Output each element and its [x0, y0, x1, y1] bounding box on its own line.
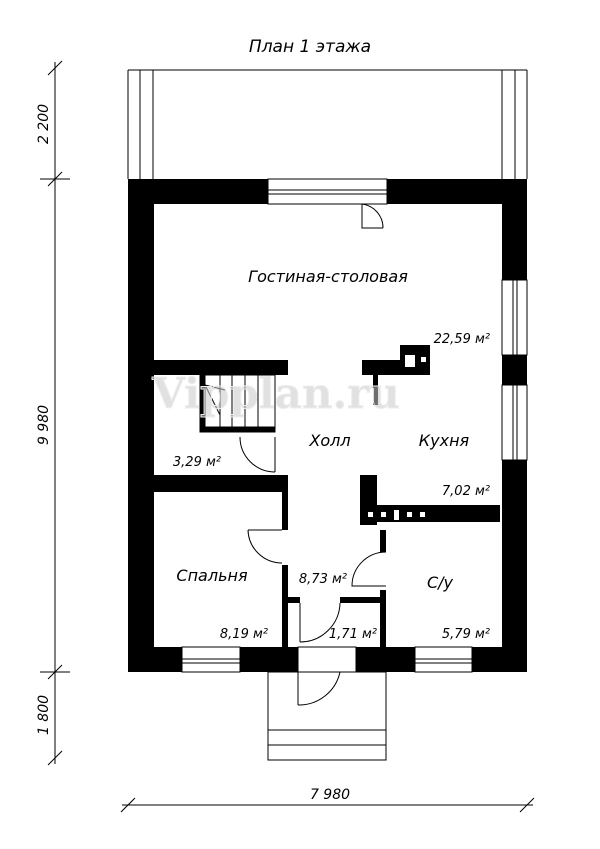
watermark: Vipplan.ru [151, 369, 400, 418]
porch [267, 671, 387, 761]
room-name: С/у [427, 573, 454, 592]
interior-walls [154, 345, 500, 647]
terrace [127, 69, 528, 179]
room-area: 1,71 м² [329, 627, 377, 642]
room-name: Холл [308, 431, 350, 450]
stove-openings [368, 355, 426, 520]
doors [239, 203, 387, 706]
dimension-width: 7 980 [310, 787, 350, 803]
dimension-house-depth: 9 980 [36, 405, 52, 445]
room-name: Кухня [419, 431, 470, 450]
room-name: Спальня [176, 566, 248, 585]
dimension-porch: 1 800 [36, 695, 52, 735]
windows [181, 178, 528, 673]
room-name: Гостиная-столовая [248, 267, 408, 286]
staircase [199, 374, 276, 433]
room-area: 8,19 м² [220, 627, 268, 642]
room-area: 8,73 м² [299, 572, 347, 587]
plan-title: План 1 этажа [249, 37, 371, 57]
outer-walls [128, 179, 527, 672]
room-labels: Гостиная-столовая 22,59 м² Холл 8,73 м² … [173, 267, 490, 642]
dimension-lines [40, 60, 535, 813]
room-area: 7,02 м² [442, 484, 490, 499]
room-area: 22,59 м² [434, 332, 490, 347]
dimension-terrace: 2 200 [36, 104, 52, 144]
room-area: 5,79 м² [442, 627, 490, 642]
room-area: 3,29 м² [173, 455, 221, 470]
